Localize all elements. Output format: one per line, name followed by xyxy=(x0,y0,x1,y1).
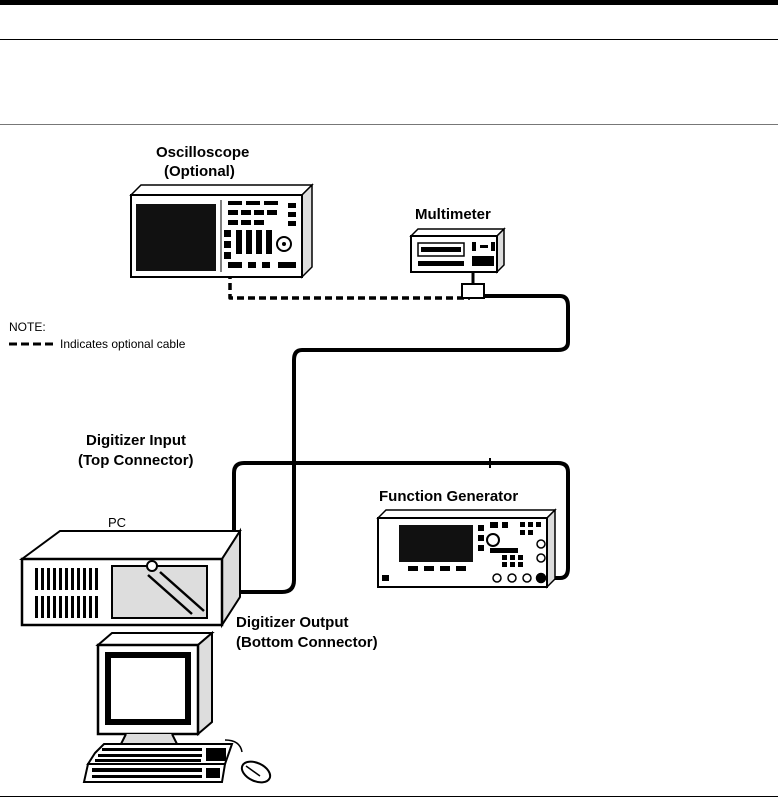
oscilloscope-optional-label: (Optional) xyxy=(164,163,235,180)
pc-door xyxy=(111,565,208,619)
mouse xyxy=(240,760,272,784)
digitizer-input-label: Digitizer Input xyxy=(86,432,186,449)
bottom-rule xyxy=(0,796,778,797)
digitizer-output-connector-label: (Bottom Connector) xyxy=(236,634,378,651)
function-generator-screen xyxy=(399,525,473,562)
section-divider xyxy=(0,124,778,125)
function-generator-device xyxy=(376,508,557,589)
keyboard xyxy=(82,739,272,784)
monitor xyxy=(95,630,215,747)
oscilloscope-label: Oscilloscope xyxy=(156,144,250,161)
tee-adapter xyxy=(461,283,485,299)
top-rule xyxy=(0,0,778,5)
oscilloscope-device xyxy=(129,183,314,279)
oscilloscope-screen xyxy=(136,204,216,271)
pc-tower xyxy=(18,527,242,629)
multimeter-label: Multimeter xyxy=(415,206,491,223)
digitizer-output-label: Digitizer Output xyxy=(236,614,349,631)
optional-cable xyxy=(228,272,470,300)
multimeter-device xyxy=(409,227,506,299)
function-generator-label: Function Generator xyxy=(379,488,519,505)
note-title: NOTE: xyxy=(9,320,46,334)
header-divider xyxy=(0,39,778,40)
digitizer-input-connector-label: (Top Connector) xyxy=(78,452,194,469)
multimeter-to-pc-cable xyxy=(222,294,570,594)
pc-label: PC xyxy=(108,515,127,530)
note-text: Indicates optional cable xyxy=(60,337,186,351)
